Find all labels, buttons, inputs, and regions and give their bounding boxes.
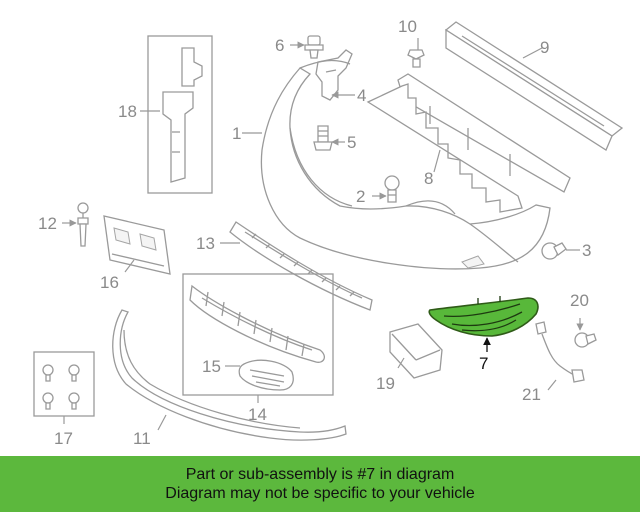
callout-4: 4 bbox=[357, 86, 366, 105]
callout-20: 20 bbox=[570, 291, 589, 310]
callout-19: 19 bbox=[376, 374, 395, 393]
part-16-plate-bracket bbox=[103, 215, 171, 275]
callout-1: 1 bbox=[232, 124, 241, 143]
callout-15: 15 bbox=[202, 357, 221, 376]
part-1-bumper-cover bbox=[260, 59, 551, 270]
part-18-bracket bbox=[162, 91, 194, 183]
part-14-grille-group bbox=[182, 273, 334, 396]
part-18-clip bbox=[181, 47, 203, 87]
part-4-bracket bbox=[315, 49, 353, 101]
part-17-fastener-set bbox=[33, 351, 95, 417]
part-17-fastener-a bbox=[42, 364, 54, 382]
part-17-fastener-c bbox=[42, 392, 54, 410]
part-13-upper-grille bbox=[229, 221, 373, 311]
part-2-push-pin bbox=[384, 175, 400, 203]
callout-18: 18 bbox=[118, 102, 137, 121]
info-banner: Part or sub-assembly is #7 in diagram Di… bbox=[0, 456, 640, 512]
part-9-impact-beam bbox=[444, 21, 624, 151]
callout-17: 17 bbox=[54, 429, 73, 448]
callout-13: 13 bbox=[196, 234, 215, 253]
callout-12: 12 bbox=[38, 214, 57, 233]
callout-9: 9 bbox=[540, 38, 549, 57]
part-11-lower-spoiler bbox=[112, 309, 347, 441]
part-19-module bbox=[389, 323, 443, 379]
part-21-wiring bbox=[535, 321, 585, 383]
callout-14: 14 bbox=[248, 405, 267, 424]
callout-16: 16 bbox=[100, 273, 119, 292]
callout-21: 21 bbox=[522, 385, 541, 404]
part-17-frame bbox=[33, 351, 95, 417]
part-17-fastener-d bbox=[68, 392, 80, 410]
banner-line-2: Diagram may not be specific to your vehi… bbox=[165, 485, 475, 502]
callout-11: 11 bbox=[133, 429, 151, 448]
part-5-bolt bbox=[313, 125, 333, 151]
part-10-bolt bbox=[407, 49, 425, 68]
part-12-pin bbox=[77, 202, 89, 247]
part-7-highlighted-bezel bbox=[428, 296, 539, 337]
parts-diagram: 18 6 4 10 9 8 5 bbox=[33, 17, 624, 448]
part-3-sensor bbox=[541, 242, 567, 260]
banner-line-1: Part or sub-assembly is #7 in diagram bbox=[185, 466, 455, 483]
callout-7: 7 bbox=[479, 354, 488, 373]
part-18-bracket-group bbox=[147, 35, 213, 194]
part-6-pin bbox=[304, 35, 324, 59]
part-18-frame bbox=[147, 35, 213, 194]
part-17-fastener-b bbox=[68, 364, 80, 382]
callout-8: 8 bbox=[424, 169, 433, 188]
callout-6: 6 bbox=[275, 36, 284, 55]
callout-5: 5 bbox=[347, 133, 356, 152]
part-20-sensor bbox=[574, 332, 597, 348]
callout-10: 10 bbox=[398, 17, 417, 36]
part-8-absorber bbox=[366, 73, 571, 213]
callout-2: 2 bbox=[356, 187, 365, 206]
callout-3: 3 bbox=[582, 241, 591, 260]
